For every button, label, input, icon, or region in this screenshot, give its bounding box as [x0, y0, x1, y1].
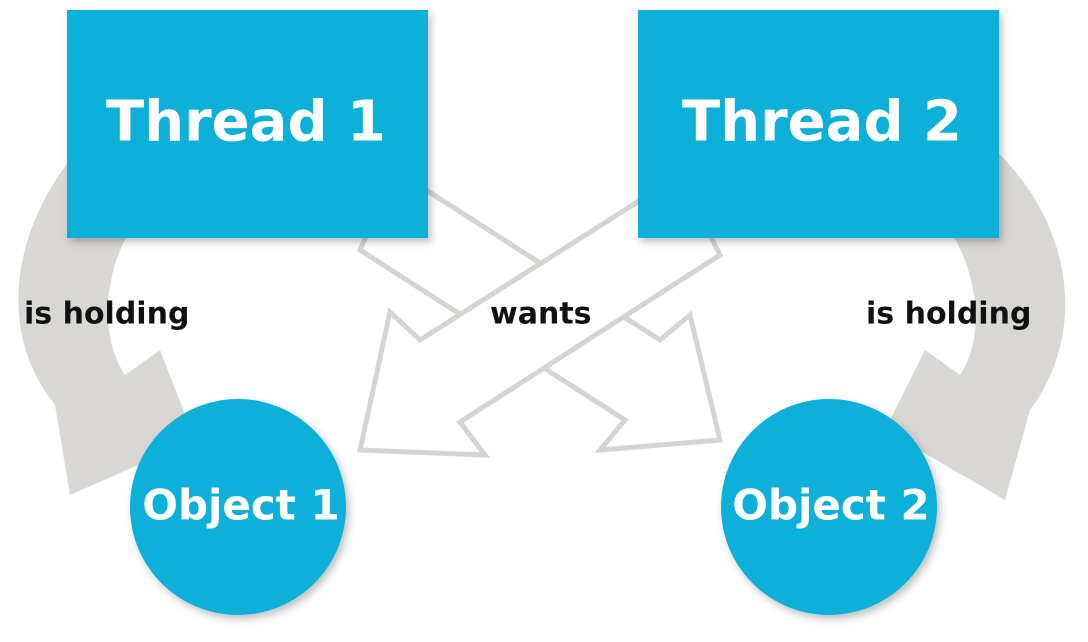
object-1-label: Object 1 [142, 481, 339, 530]
wants-arrow-thread2-to-object1 [356, 171, 724, 458]
holding-arrow-left [18, 160, 195, 495]
holding-arrow-right [885, 150, 1066, 500]
object-2-node: Object 2 [721, 399, 937, 615]
thread-1-label: Thread 1 [106, 90, 386, 155]
thread-2-label: Thread 2 [682, 90, 962, 155]
thread-1-node: Thread 1 [67, 10, 428, 238]
thread-2-node: Thread 2 [638, 10, 999, 238]
object-2-label: Object 2 [732, 481, 929, 530]
wants-label: wants [490, 297, 592, 332]
is-holding-label-left: is holding [24, 297, 189, 332]
object-1-node: Object 1 [130, 399, 346, 615]
is-holding-label-right: is holding [866, 297, 1031, 332]
